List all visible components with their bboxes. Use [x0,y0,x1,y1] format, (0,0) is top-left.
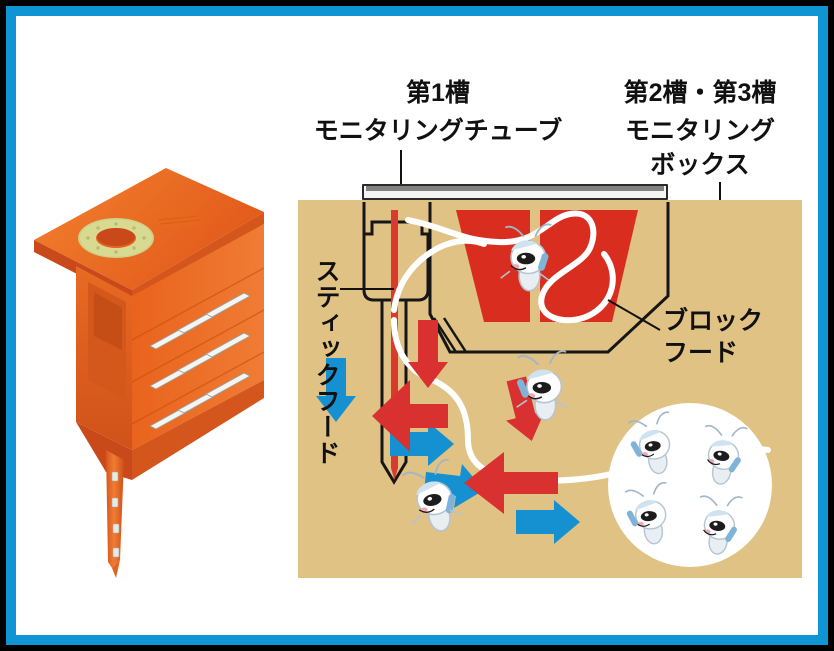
colony-termites [624,411,748,555]
arrow-left-red-2 [464,452,558,514]
chamber-floor-lines [432,317,468,353]
inbound-arrows [372,320,558,514]
termite-soil-lower [401,458,462,532]
chamber23-title: 第2槽・第3槽 [623,79,777,107]
arrow-right-blue-2 [424,464,484,508]
termite-soil-upper [516,350,568,421]
arrow-up-red-2 [506,376,545,442]
arrow-down-blue [316,358,356,422]
arrow-left-red-1 [372,380,448,452]
chamber23-subtitle-line1: モニタリング [624,117,775,145]
callout-block-food-line2: フード [663,339,739,367]
station-stake [106,450,124,578]
chamber1-subtitle: モニタリングチューブ [313,117,563,145]
callout-stick-food: スティックフード [312,258,340,466]
callout-block-food: ブロック フード [663,305,763,369]
product-illustration [34,168,265,578]
stick-food-tip [391,468,398,480]
leader-line-block-food [607,299,661,331]
cross-section-graphics [316,202,772,567]
arrow-right-blue-3 [516,500,580,544]
station-cap [78,211,204,258]
leader-line-tube [400,150,402,190]
station-body [76,224,265,480]
callout-block-food-line1: ブロック [663,307,764,335]
station-lid-shadow [366,186,664,191]
monitoring-box-outline [428,202,670,354]
chamber1-title: 第1槽 [406,79,470,107]
soil-cross-section [298,200,802,578]
leader-line-stick-food [340,288,394,290]
termite-colony-circle [608,403,772,567]
chamber23-subtitle-line2: ボックス [650,151,750,179]
arrow-up-red-1 [408,320,448,388]
termite-in-box [500,223,552,292]
